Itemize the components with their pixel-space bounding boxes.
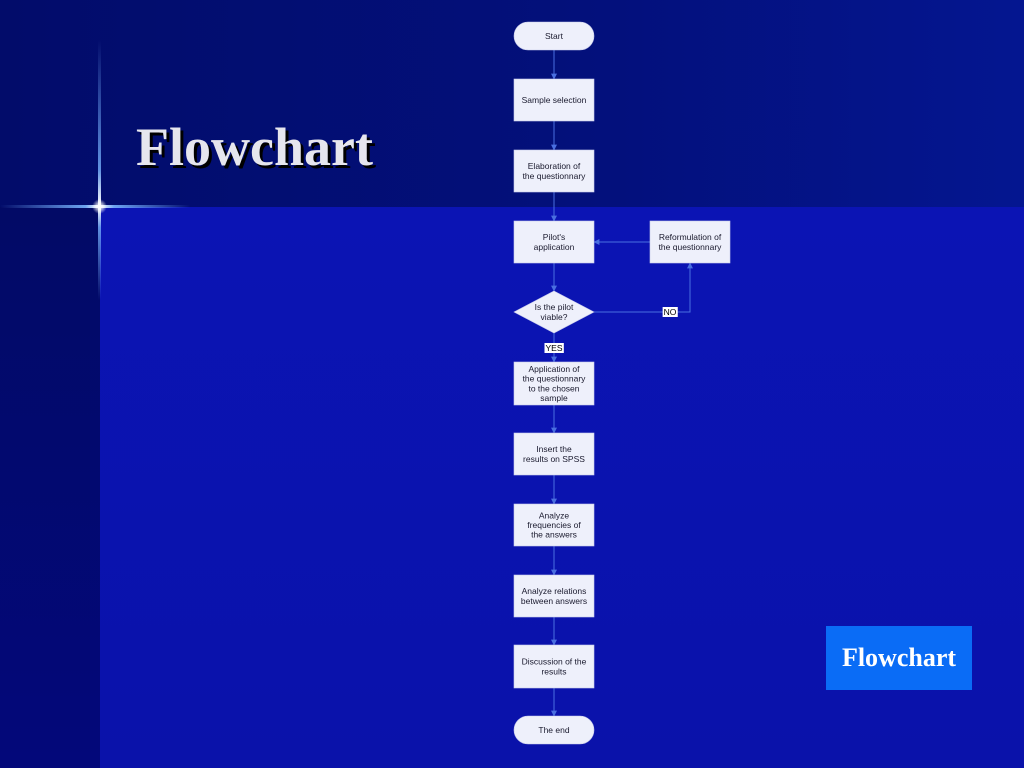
branch-label-yes: YES: [544, 343, 564, 353]
sparkle-vertical: [98, 40, 101, 300]
node-sample: Sample selection: [513, 78, 595, 122]
connector-decision-to-reformulation: [594, 262, 693, 313]
flowchart-badge-button[interactable]: Flowchart: [826, 626, 972, 690]
svg-text:NO: NO: [664, 307, 677, 317]
left-margin-band: [0, 207, 100, 768]
node-end: The end: [513, 715, 595, 745]
svg-text:YES: YES: [545, 343, 562, 353]
svg-text:Start: Start: [545, 31, 564, 41]
sparkle-star-icon: [92, 199, 107, 214]
svg-text:The end: The end: [538, 725, 569, 735]
header-band: [0, 0, 1024, 207]
svg-text:Sample selection: Sample selection: [522, 95, 587, 105]
branch-label-no: NO: [662, 307, 678, 317]
slide-title: Flowchart: [136, 117, 373, 177]
node-start: Start: [513, 21, 595, 51]
